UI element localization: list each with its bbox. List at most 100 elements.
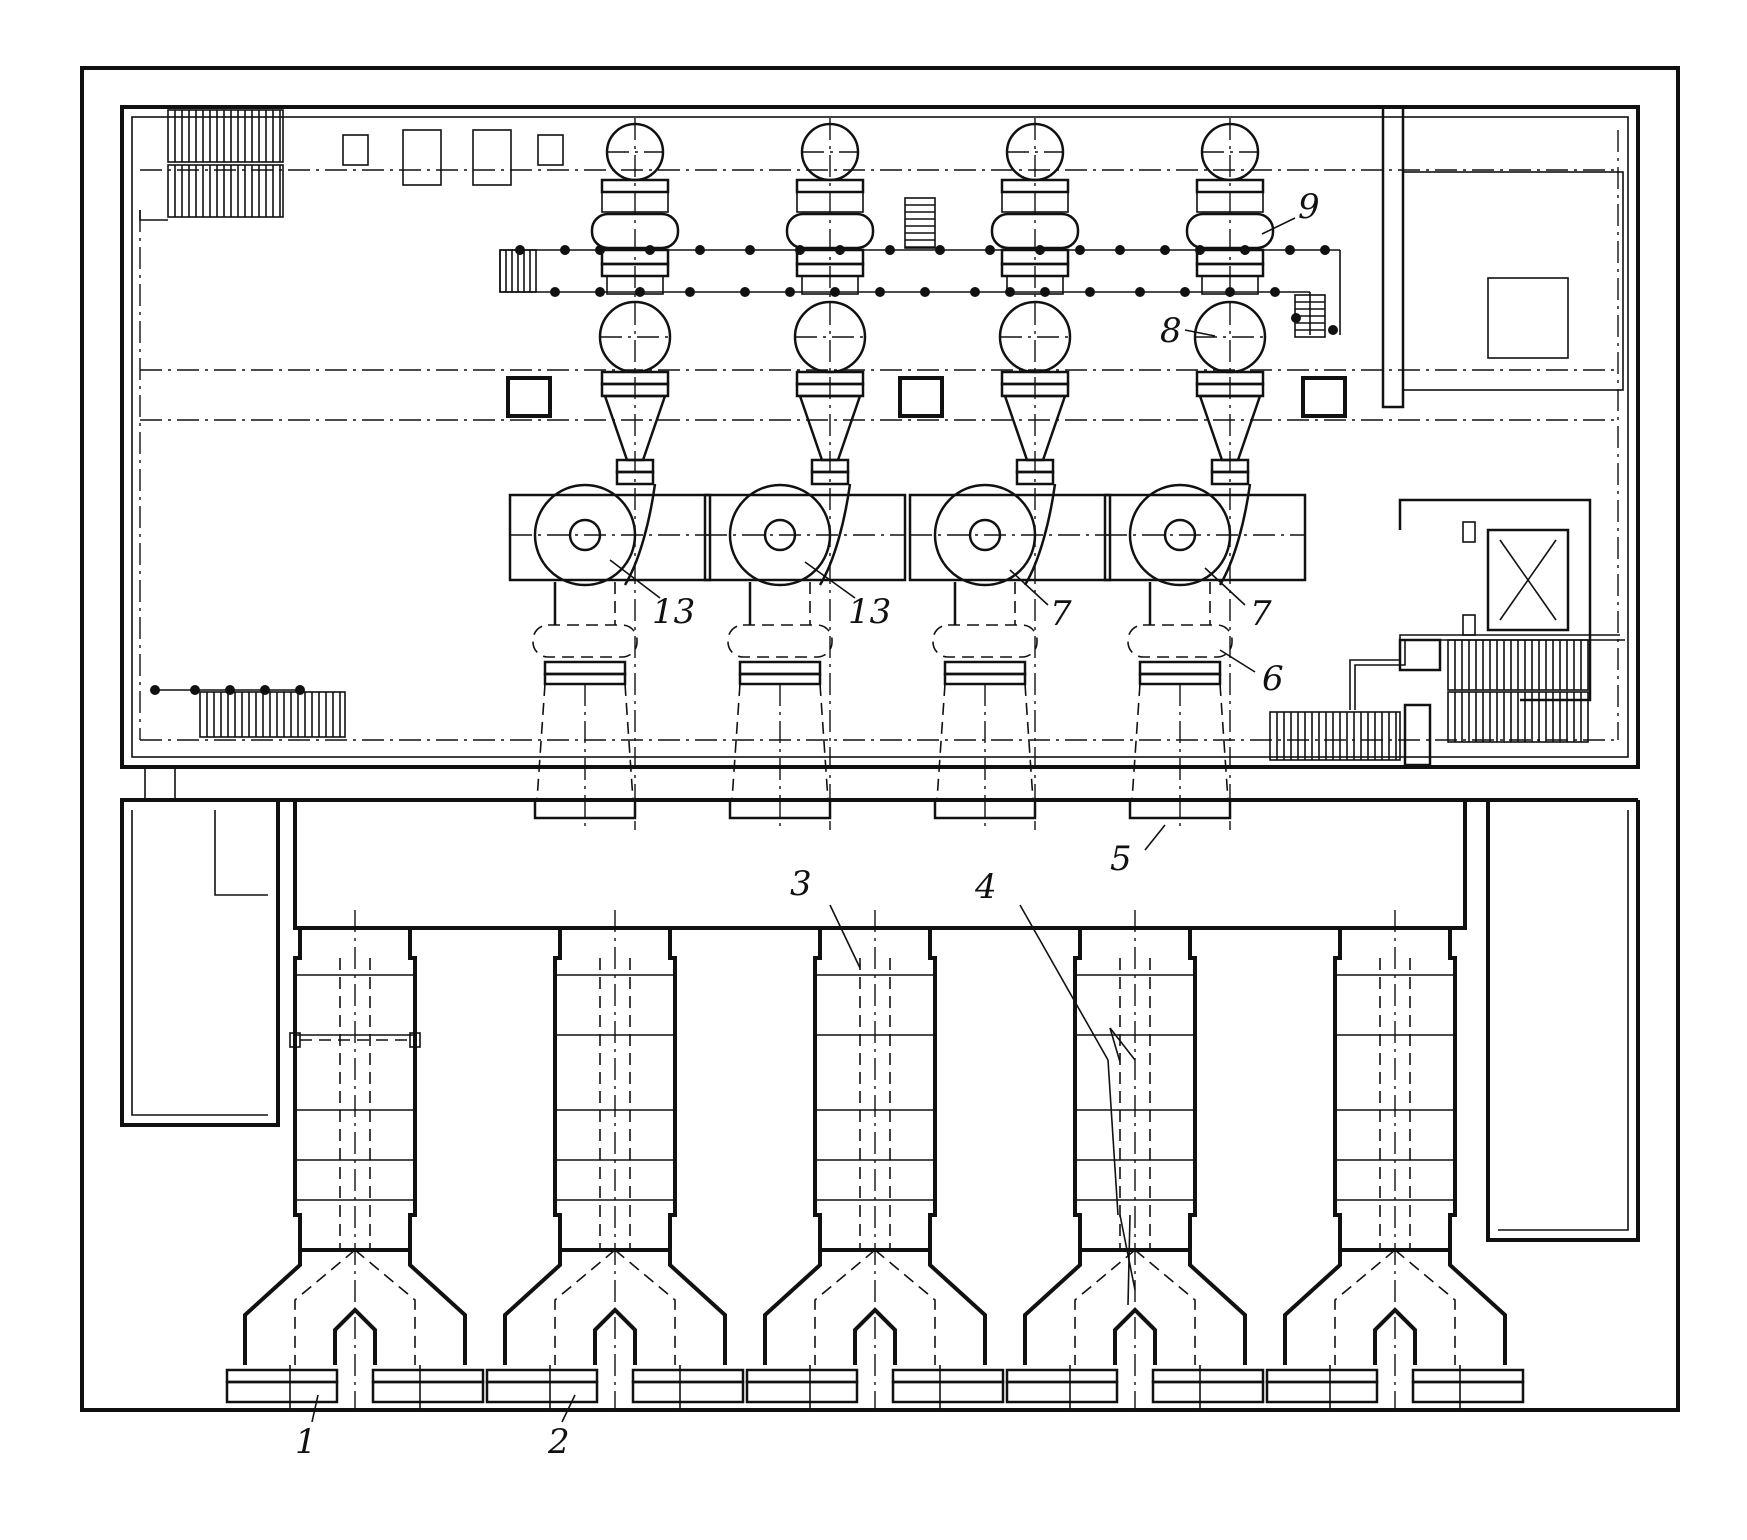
compensator [785,212,875,250]
right-room-wall [1486,800,1640,1242]
fan-frame [703,493,907,582]
pump-unit [508,118,712,830]
leader-line [1019,904,1109,1061]
casing-outlet [623,483,657,586]
flange [615,470,655,486]
rail-post [830,287,840,297]
compensator [1185,212,1275,250]
foot [1151,1368,1265,1384]
rail-post [740,287,750,297]
duct [536,683,634,801]
leader-line [804,561,856,599]
flange [738,672,822,686]
hoist-detail [1462,614,1476,636]
duct [1131,683,1229,801]
service-walkway [499,245,1341,335]
rail-post [560,245,570,255]
hoist-unit [1349,498,1625,767]
y-split-dashed [814,1249,936,1365]
rail-post [550,287,560,297]
leader-line [1204,567,1246,606]
rail-post [985,245,995,255]
flange [543,672,627,686]
callout-7-right: 7 [1250,594,1272,634]
flange [1138,672,1222,686]
left-room-inner [131,810,268,1116]
callout-4: 4 [974,867,997,907]
foot [225,1368,339,1384]
pipe-segment [1006,275,1064,295]
rail-post [920,287,930,297]
leader-line [609,559,661,599]
rail-post [1040,287,1050,297]
hoist-cabin [1486,528,1570,632]
stairs-top-left [139,109,284,221]
right-compartment-column [1381,105,1405,409]
foot [1151,1380,1265,1404]
stairs-middle [499,197,1326,338]
callout-1: 1 [295,1422,317,1462]
stair-landing [139,210,168,221]
y-split [1283,1250,1507,1365]
duct [731,683,829,801]
stair-outline [904,197,936,249]
rail-post [1075,245,1085,255]
flange [1210,470,1250,486]
rail-post [1285,245,1295,255]
foot [1005,1368,1119,1384]
y-split-inner [593,1307,637,1365]
foot [891,1368,1005,1384]
fan-frame [1103,493,1307,582]
flange [943,672,1027,686]
duct [936,683,1034,801]
leader-line [1127,1214,1131,1306]
rail-post [875,287,885,297]
leader-line [1109,1027,1136,1061]
boiler [1005,910,1265,1410]
rail-post [695,245,705,255]
hoist-base [1403,703,1432,767]
rail-post [685,287,695,297]
leader-line [1144,824,1166,851]
boilers [225,910,1525,1410]
casing-outlet [1023,483,1057,586]
pipe-segment [801,275,859,295]
y-split-dashed [294,1249,416,1365]
upper-hall-inner-wall [131,116,1629,758]
leader-line [1261,217,1296,235]
callout-2: 2 [547,1422,570,1462]
hoist-rail [1354,639,1625,710]
y-split-inner [1373,1307,1417,1365]
stair-outline [167,164,284,218]
rail-post [1085,287,1095,297]
callouts: 1 2 3 4 5 6 7 7 8 9 13 13 [295,187,1320,1462]
hoist-detail [1462,521,1476,543]
stair-outline [199,691,346,738]
rail-post [1270,287,1280,297]
foot [631,1380,745,1404]
pipe-segment [606,275,664,295]
leader-line [1107,1059,1119,1216]
hoist-box [1398,638,1442,672]
foot [1411,1380,1525,1404]
top-box-3 [472,129,512,186]
foot [745,1368,859,1384]
fan-frame [508,493,712,582]
rail-post [1320,245,1330,255]
rail-post [1135,287,1145,297]
callout-13-left: 13 [652,592,695,632]
stair-outline [1269,711,1401,761]
rail-post [595,287,605,297]
expansion-joint [727,624,833,658]
pipe-segment [1001,191,1069,213]
boiler-detail [409,1032,421,1048]
rail-post [970,287,980,297]
stair-outline [167,109,284,163]
y-split-inner [853,1307,897,1365]
foot [371,1380,485,1404]
top-box-4 [537,134,564,166]
y-split-inner [1113,1307,1157,1365]
pump-unit [1103,118,1307,830]
foot [1005,1380,1119,1404]
